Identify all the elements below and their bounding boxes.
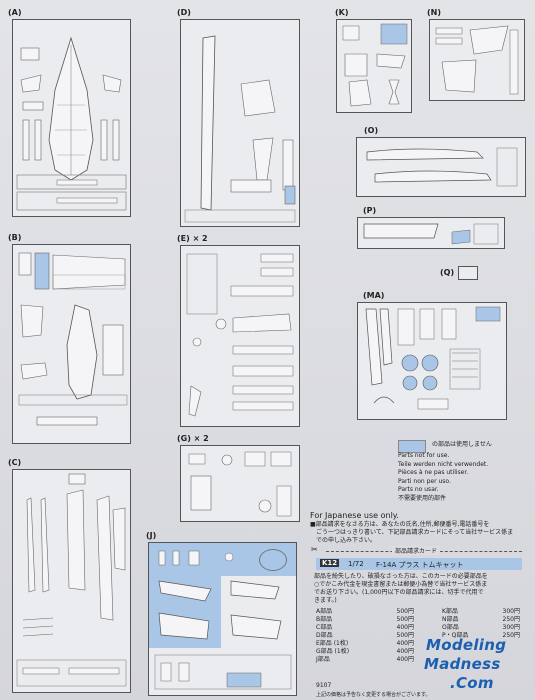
kit-scale: 1/72: [348, 560, 364, 568]
frame-o-parts: [366, 147, 518, 187]
card-desc-1: 部品を紛失したり、破損なさった方は、このカードの必要部品を: [314, 573, 488, 580]
frame-g: [180, 445, 300, 522]
frame-label-k: (K): [335, 8, 349, 17]
frame-n-parts: [435, 25, 519, 95]
order-instructions: ■部品請求をなさる方は、あなたの氏名,住所,郵便番号,電話番号を ごう一つはっき…: [310, 521, 513, 545]
frame-label-a: (A): [8, 8, 22, 17]
card-desc-4: きます。): [314, 597, 337, 604]
frame-label-p: (P): [363, 206, 377, 215]
card-title: 部品請求カード: [392, 546, 441, 555]
frame-label-c: (C): [8, 458, 22, 467]
frame-d-parts: [184, 35, 296, 223]
print-code: 9107: [316, 682, 332, 689]
legend-line-2: Teile werden nicht verwendet.: [398, 460, 489, 468]
modeling-madness-logo: Modeling Madness .Com: [420, 634, 532, 698]
frame-c-parts: [16, 473, 127, 687]
logo-line-3: .Com: [450, 674, 494, 692]
frame-ma: [357, 302, 507, 420]
frame-label-e: (E) × 2: [177, 234, 208, 243]
footer-note: 上記の価格は予告なく変更する場合がございます。: [316, 692, 431, 698]
frame-label-o: (O): [364, 126, 379, 135]
kit-code: K12: [320, 559, 340, 567]
legend-lines: Parts not for use. Teile werden nicht ve…: [398, 452, 488, 504]
frame-d: [180, 19, 300, 227]
card-desc-3: でお送り下さい。(1,000円以下の部品請求には、切手で代用で: [314, 589, 484, 596]
price-row: E部品 (1枚)400円: [316, 640, 414, 647]
frame-n: [429, 19, 525, 101]
frame-b-parts: [18, 252, 128, 426]
japanese-note: For Japanese use only.: [310, 511, 399, 520]
frame-e-parts: [186, 253, 294, 417]
frame-e: [180, 245, 300, 427]
frame-j-parts: [154, 550, 292, 690]
frame-label-d: (D): [177, 8, 191, 17]
frame-a: [12, 19, 131, 217]
frame-ma-parts: [365, 306, 501, 410]
j-blue-circle: [259, 549, 287, 571]
frame-label-ma: (MA): [363, 291, 385, 300]
legend-line-6: 不需要使用的部件: [398, 494, 447, 502]
frame-k: [336, 19, 412, 113]
legend-line-3: Pièces à ne pas utiliser.: [398, 469, 469, 477]
legend-line-4: Parti non per uso.: [398, 477, 451, 485]
card-header: K12 1/72 F-14A プラス トムキャット: [316, 558, 522, 570]
frame-g-parts: [188, 451, 292, 517]
legend-swatch: [398, 440, 426, 453]
legend-line-1: Parts not for use.: [398, 452, 450, 459]
frame-p: [357, 217, 505, 249]
kit-name: F-14A プラス トムキャット: [376, 561, 464, 569]
card-desc-2: ○でかこみ代金を現金書留または郵便小為替で当社サービス係ま: [314, 581, 488, 588]
frame-c: [12, 469, 131, 693]
frame-label-n: (N): [427, 8, 442, 17]
frame-o: [356, 137, 526, 197]
logo-line-2: Madness: [424, 655, 501, 673]
scissors-icon: ✂: [311, 545, 318, 554]
frame-a-parts: [16, 36, 127, 211]
frame-b: [12, 244, 131, 444]
frame-label-b: (B): [8, 233, 22, 242]
frame-q: [458, 266, 478, 280]
frame-label-q: (Q): [440, 268, 455, 277]
logo-line-1: Modeling: [426, 636, 507, 654]
legend-line-ja: の部品は使用しません: [432, 441, 492, 448]
order-line-3: での申し込み下さい。: [310, 537, 377, 544]
legend-line-5: Parts no usar.: [398, 486, 439, 494]
order-line-1: ■部品請求をなさる方は、あなたの氏名,住所,郵便番号,電話番号を: [310, 521, 490, 528]
card-description: 部品を紛失したり、破損なさった方は、このカードの必要部品を ○でかこみ代金を現金…: [314, 573, 488, 605]
legend-text: の部品は使用しません xxxxxxx: [432, 441, 492, 458]
order-line-2: ごう一つはっきり書いて、下記部品請求カードにそって当社サービス係ま: [310, 529, 514, 536]
frame-label-g: (G) × 2: [177, 434, 209, 443]
price-row: G部品 (1枚)400円: [316, 648, 414, 655]
frame-p-parts: [363, 223, 499, 245]
frame-k-parts: [342, 23, 408, 107]
frame-label-j: (J): [146, 531, 157, 540]
